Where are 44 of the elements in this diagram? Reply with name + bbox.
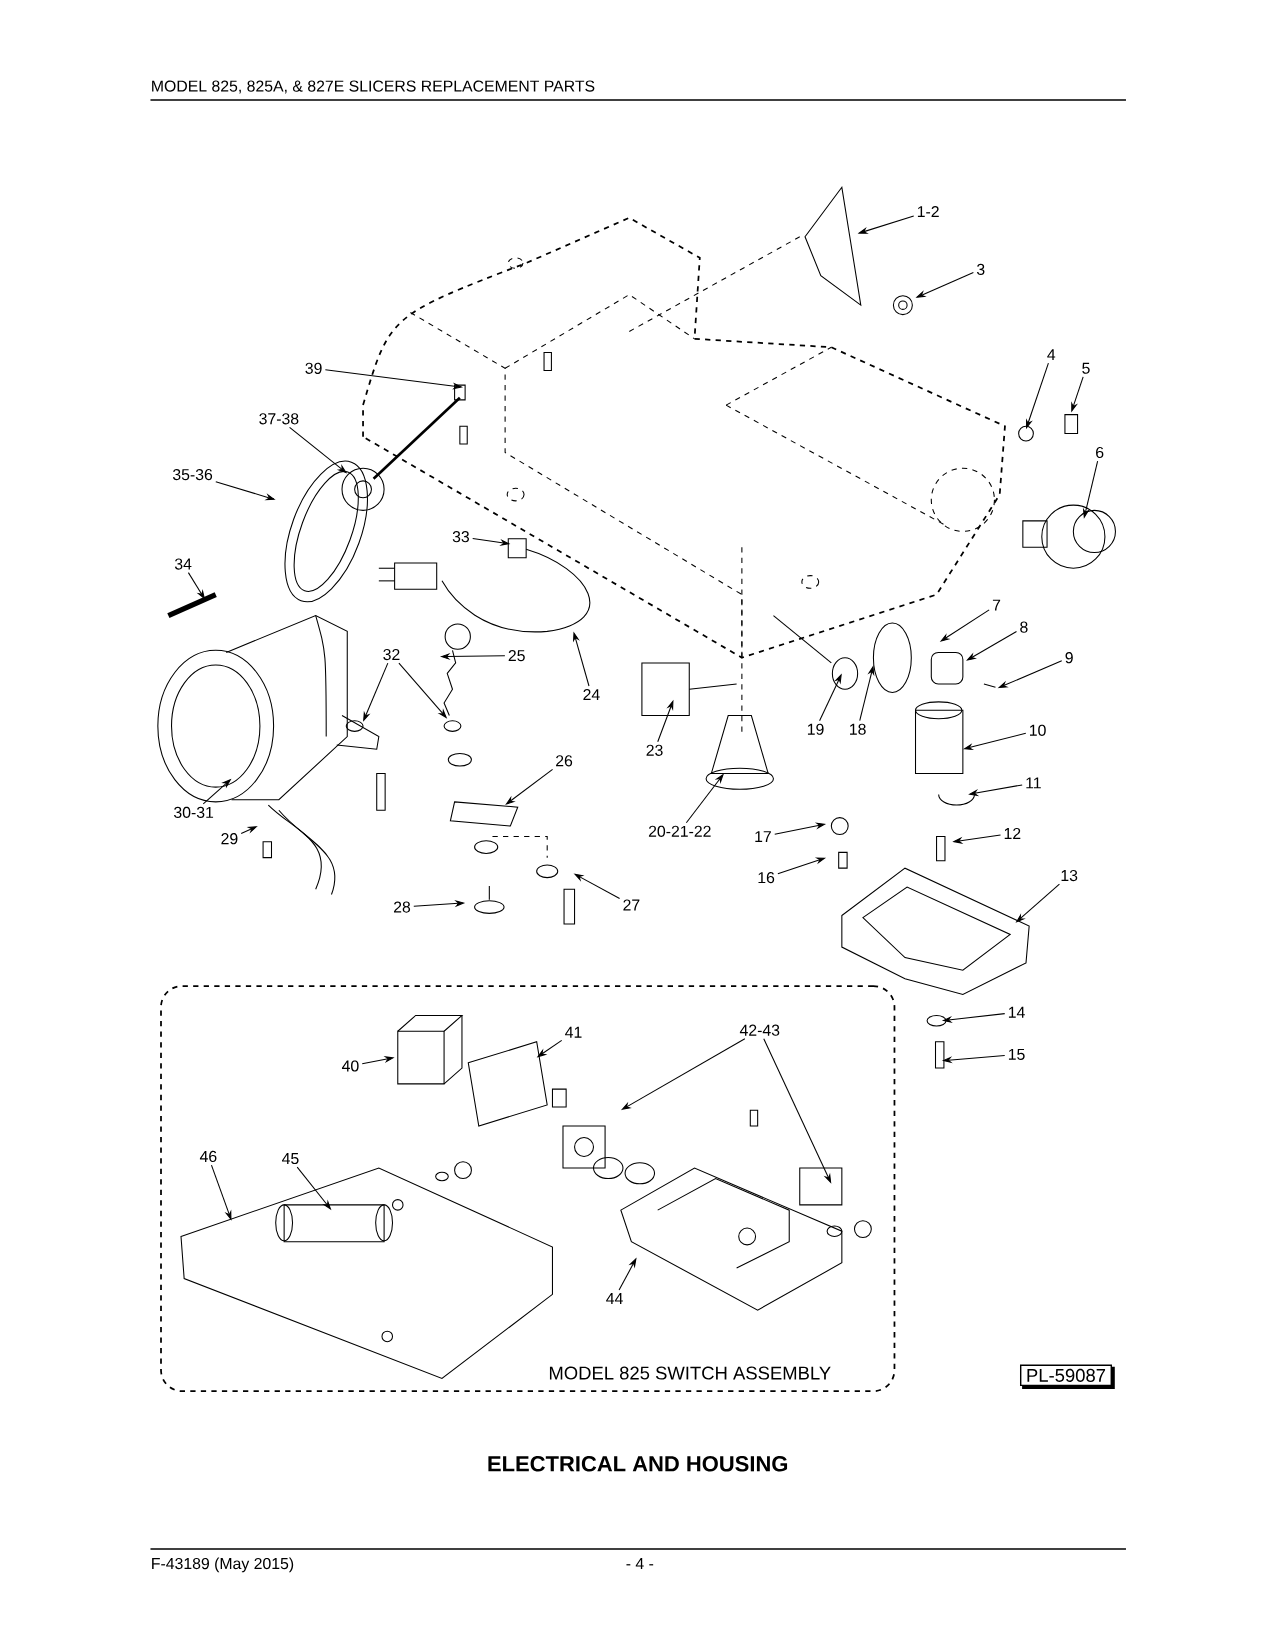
callout-number: 24 (583, 689, 600, 701)
callout-number: 7 (992, 599, 1000, 611)
page-number: - 4 - (626, 1558, 653, 1569)
callout-number: 37-38 (259, 413, 299, 425)
callout-number: 5 (1082, 362, 1090, 374)
callout-number: 15 (1008, 1048, 1025, 1060)
callout-number: 10 (1029, 724, 1046, 736)
callout-number: 40 (341, 1060, 359, 1072)
callout-number: 12 (1004, 827, 1021, 839)
callout-number: 14 (1008, 1006, 1025, 1018)
callout-number: 29 (221, 833, 238, 845)
header-text: MODEL 825, 825A, & 827E SLICERS REPLACEMENT PARTS (151, 80, 595, 94)
footer-text: F-43189 (May 2015) (151, 1557, 293, 1573)
callout-number: 4 (1047, 349, 1055, 361)
callout-number: 13 (1061, 869, 1078, 882)
reference-box: PL-59087 (1019, 1364, 1115, 1389)
callout-number: 45 (281, 1153, 299, 1165)
callout-number: 35-36 (172, 469, 212, 481)
callout-number: 1-2 (917, 206, 939, 218)
callout-number: 6 (1095, 446, 1104, 459)
callout-number: 3 (976, 263, 985, 275)
callout-number: 18 (849, 723, 866, 735)
callout-number: 27 (623, 899, 640, 911)
callout-number: 11 (1026, 777, 1041, 789)
callout-number: 34 (174, 558, 192, 570)
callout-number: 26 (555, 755, 572, 767)
callout-number: 28 (393, 901, 410, 913)
callout-number: 25 (508, 650, 525, 662)
callout-number: 42-43 (739, 1024, 780, 1036)
callout-number: 41 (564, 1026, 582, 1038)
callout-number: 8 (1020, 621, 1028, 633)
callout-number: 16 (758, 872, 774, 884)
callout-number: 33 (452, 531, 469, 543)
callout-number: 20-21-22 (648, 825, 711, 837)
callout-number: 44 (605, 1293, 623, 1304)
callout-number: 46 (199, 1150, 217, 1163)
callout-number: 32 (383, 648, 400, 661)
callout-number: 17 (755, 831, 771, 842)
callout-number: 39 (305, 362, 322, 374)
callout-number: 30-31 (173, 806, 213, 818)
title: ELECTRICAL AND HOUSING (488, 1456, 787, 1472)
callout-number: 19 (807, 723, 824, 735)
callout-number: 9 (1065, 652, 1073, 664)
callout-number: 23 (646, 744, 663, 756)
